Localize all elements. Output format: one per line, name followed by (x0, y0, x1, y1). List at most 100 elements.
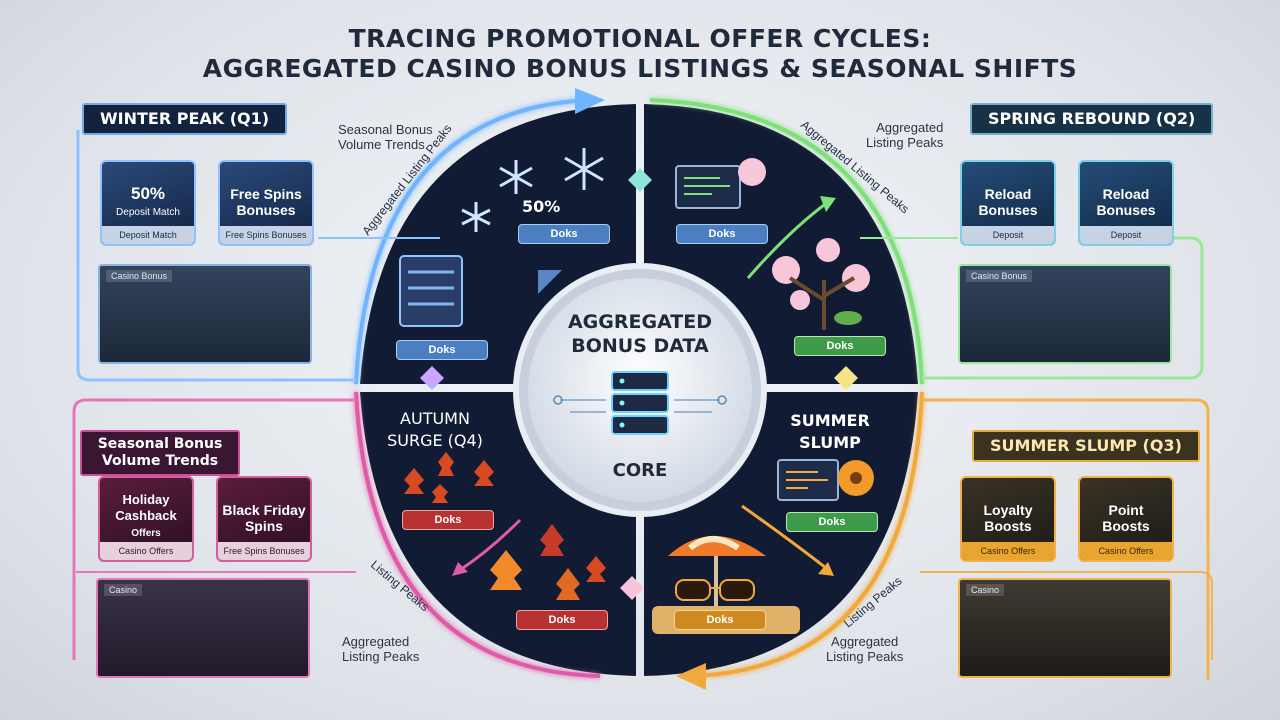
trend-chart-winter: Casino Bonus (98, 264, 312, 364)
core-title-line-1: AGGREGATED (567, 311, 713, 333)
summer-title: SUMMER SLUMP (790, 410, 870, 454)
note-line-2: Listing Peaks (826, 649, 904, 664)
doks-pill-spring-bottom[interactable]: Doks (794, 336, 886, 356)
chart-label: Casino Bonus (966, 270, 1033, 282)
doks-pill-spring-top[interactable]: Doks (676, 224, 768, 244)
doks-pill-autumn-bottom[interactable]: Doks (516, 610, 608, 630)
card-subtitle: Deposit Match (102, 226, 194, 244)
card-subtitle: Free Spins Bonuses (220, 226, 312, 244)
card-main-2: Deposit Match (116, 207, 180, 218)
trend-chart-summer: Casino (958, 578, 1172, 678)
card-title: Reload Bonuses (962, 186, 1054, 218)
card-title: Reload Bonuses (1080, 186, 1172, 218)
label-autumn-line-2: Volume Trends (101, 453, 219, 469)
chart-label: Casino Bonus (106, 270, 173, 282)
label-winter-peak: WINTER PEAK (Q1) (82, 103, 288, 135)
trend-arrow-spring-head (820, 196, 836, 212)
doks-pill-winter-top[interactable]: Doks (518, 224, 610, 244)
card-main-2: Bonuses (1096, 202, 1156, 218)
card-main: 50% (130, 184, 166, 203)
card-main: Free Spins (230, 186, 302, 202)
card-title: Holiday Cashback Offers (100, 492, 192, 542)
ring-winter (354, 98, 591, 385)
note-line-1: Aggregated (831, 634, 899, 649)
beach-umbrella-icon (668, 536, 766, 606)
summer-title-line-2: SLUMP (799, 433, 861, 452)
trend-arrow-autumn (459, 518, 522, 572)
connector-spring (922, 236, 1204, 380)
card-subtitle: Free Spins Bonuses (218, 542, 310, 560)
card-main: Loyalty (983, 502, 1033, 518)
flower-icon (838, 460, 874, 496)
offer-card-autumn-1[interactable]: Holiday Cashback Offers Casino Offers (98, 476, 194, 562)
ring-autumn (354, 391, 601, 678)
card-main: Reload (984, 186, 1032, 202)
doks-pill-winter-bottom[interactable]: Doks (396, 340, 488, 360)
card-subtitle: Casino Offers (962, 542, 1054, 560)
card-title: Point Boosts (1080, 502, 1172, 534)
note-line-1: Aggregated (876, 120, 944, 135)
offer-card-spring-2[interactable]: Reload Bonuses Deposit (1078, 160, 1174, 246)
server-icon (399, 255, 463, 327)
doks-pill-summer-top[interactable]: Doks (786, 512, 878, 532)
note-line-1: Seasonal Bonus (338, 122, 433, 137)
note-line-2: Listing Peaks (866, 135, 944, 150)
card-subtitle: Deposit (962, 226, 1054, 244)
doks-pill-summer-bottom[interactable]: Doks (674, 610, 766, 630)
card-main-3: Offers (131, 528, 161, 539)
chart-label: Casino (104, 584, 143, 596)
doks-pill-autumn-top[interactable]: Doks (402, 510, 494, 530)
card-subtitle: Casino Offers (1080, 542, 1172, 560)
trend-chart-autumn: Casino (96, 578, 310, 678)
offer-card-winter-1[interactable]: 50% Deposit Match Deposit Match (100, 160, 196, 246)
offer-card-spring-1[interactable]: Reload Bonuses Deposit (960, 160, 1056, 246)
chart-label: Casino (966, 584, 1005, 596)
card-main-2: Cashback (115, 508, 177, 523)
offer-card-autumn-2[interactable]: Black Friday Spins Free Spins Bonuses (216, 476, 312, 562)
summer-title-line-1: SUMMER (790, 411, 870, 430)
title-line-1: TRACING PROMOTIONAL OFFER CYCLES: (348, 24, 932, 53)
autumn-title-line-1: AUTUMN (400, 409, 470, 428)
note-line-1: Aggregated (342, 634, 410, 649)
autumn-title: AUTUMN SURGE (Q4) (380, 408, 490, 452)
card-main-2: Boosts (984, 518, 1032, 534)
sunglasses-icon (675, 579, 755, 601)
note-summer: Aggregated Listing Peaks (826, 634, 903, 664)
maple-leaf-icon (404, 452, 606, 600)
card-subtitle: Deposit (1080, 226, 1172, 244)
card-main: Reload (1102, 186, 1150, 202)
play-icon (538, 270, 562, 294)
arrow-summer (676, 663, 706, 690)
connector-winter (76, 130, 356, 382)
card-title: Free Spins Bonuses (220, 186, 312, 218)
title-line-2: AGGREGATED CASINO BONUS LISTINGS & SEASO… (202, 54, 1078, 83)
card-main: Black Friday (222, 502, 306, 518)
offer-card-summer-2[interactable]: Point Boosts Casino Offers (1078, 476, 1174, 562)
trend-arrow-summer (741, 504, 827, 570)
card-main-2: Bonuses (978, 202, 1038, 218)
note-line-2: Volume Trends (338, 137, 425, 152)
label-autumn-trends: Seasonal Bonus Volume Trends (80, 430, 240, 476)
snowflake-icon (461, 148, 604, 232)
card-main-2: Boosts (1102, 518, 1150, 534)
note-winter: Seasonal Bonus Volume Trends (338, 122, 433, 152)
server-core-icon (553, 371, 727, 435)
offer-card-summer-1[interactable]: Loyalty Boosts Casino Offers (960, 476, 1056, 562)
connector-summer-cards (920, 571, 1213, 660)
arrow-winter (575, 88, 605, 114)
card-title: Loyalty Boosts (962, 502, 1054, 534)
core-title: AGGREGATED BONUS DATA (540, 310, 740, 358)
card-title: 50% Deposit Match (102, 184, 194, 221)
connector-summer (922, 398, 1210, 680)
label-spring-rebound: SPRING REBOUND (Q2) (970, 103, 1214, 135)
note-autumn: Aggregated Listing Peaks (342, 634, 419, 664)
cherry-blossom-icon (738, 158, 870, 330)
label-autumn-line-1: Seasonal Bonus (97, 436, 223, 452)
laptop-icon (675, 165, 741, 209)
diamond-connector (834, 366, 858, 390)
diamond-connector (620, 576, 644, 600)
diamond-connector (628, 168, 652, 192)
offer-card-winter-2[interactable]: Free Spins Bonuses Free Spins Bonuses (218, 160, 314, 246)
core-title-line-2: BONUS DATA (571, 335, 709, 357)
connector-autumn (72, 398, 356, 660)
